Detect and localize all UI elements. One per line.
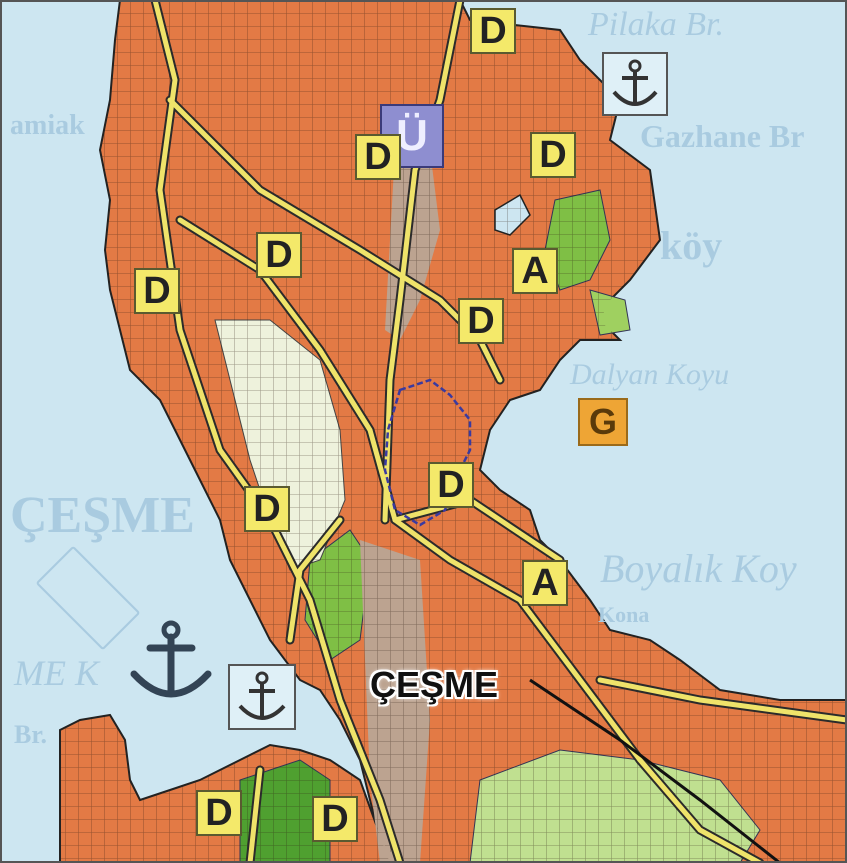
water-label-pilaka: Pilaka Br. [588,6,724,43]
water-label-br: Br. [14,720,47,749]
zone-marker[interactable]: A [522,560,568,606]
water-label-kona: Kona [598,602,650,627]
water-label-kamiak: amiak [10,110,85,141]
anchor-icon [612,59,658,106]
zone-marker-orange[interactable]: G [578,398,628,446]
zone-marker[interactable]: D [244,486,290,532]
zone-marker[interactable]: D [428,462,474,508]
water-label-mek: ME K [14,653,99,693]
zone-marker[interactable]: D [196,790,242,836]
zone-marker[interactable]: D [530,132,576,178]
zone-marker[interactable]: D [355,134,401,180]
anchor-port-west[interactable] [128,618,214,708]
power-line [529,678,781,863]
town-label: ÇEŞME [370,664,499,705]
water-label-ilica: köy [660,223,723,268]
zone-marker[interactable]: D [256,232,302,278]
zone-marker[interactable]: D [312,796,358,842]
zone-marker[interactable]: D [470,8,516,54]
water-label-cesme-large: ÇEŞME [10,487,195,544]
anchor-box-north[interactable] [602,52,668,116]
anchor-icon [130,620,212,698]
zone-marker[interactable]: D [134,268,180,314]
anchor-box-harbour[interactable] [228,664,296,730]
zone-marker[interactable]: D [458,298,504,344]
water-label-boyalik: Boyalık Koy [600,546,797,591]
zone-marker[interactable]: A [512,248,558,294]
water-label-dalyan: Dalyan Koyu [570,358,730,391]
anchor-icon [238,671,286,720]
water-label-gazhane: Gazhane Br [640,118,805,154]
